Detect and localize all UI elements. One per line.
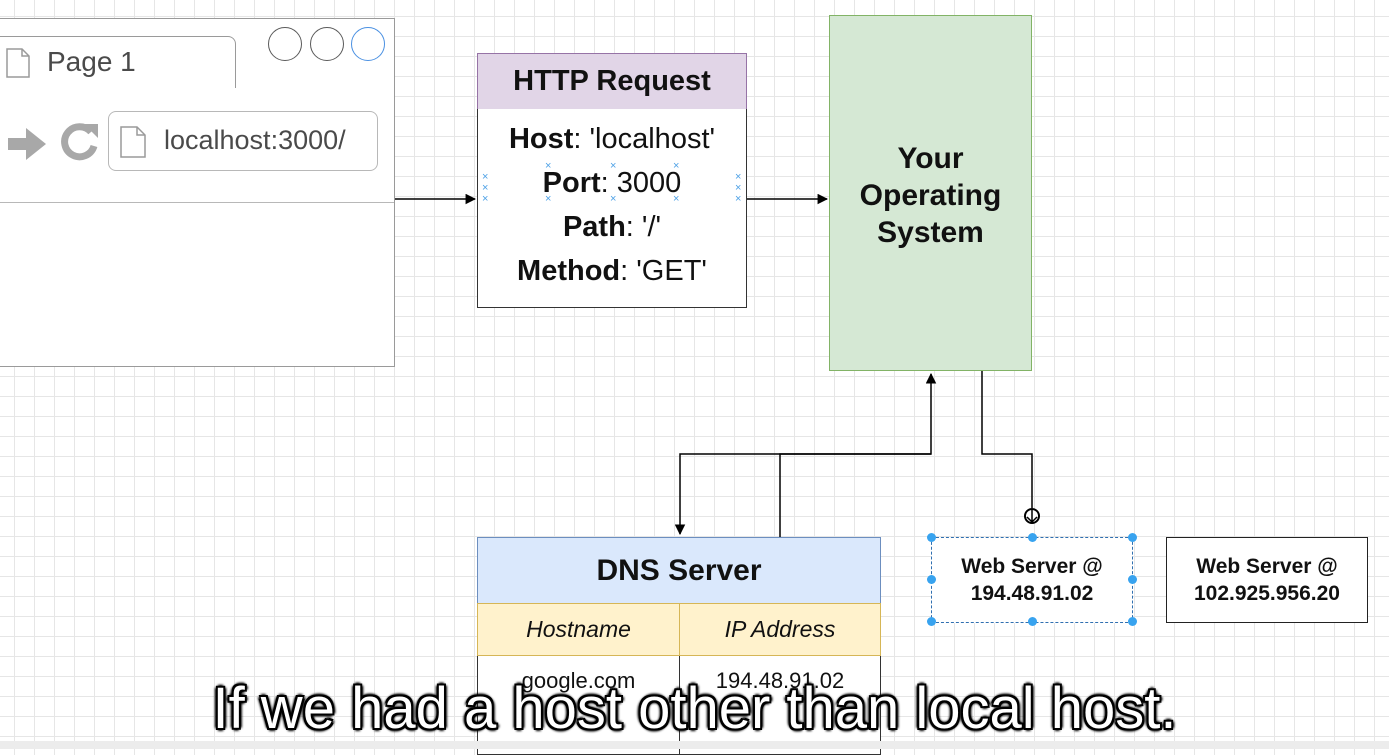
document-icon — [120, 126, 146, 158]
window-button-2[interactable] — [310, 27, 344, 61]
http-request-body[interactable] — [477, 109, 747, 308]
selection-marker: × — [610, 160, 617, 172]
selection-marker: ××× — [735, 171, 742, 205]
address-bar[interactable] — [108, 111, 378, 171]
web-server-1[interactable]: Web Server @ 194.48.91.02 — [931, 537, 1133, 623]
selection-marker: ××× — [482, 171, 489, 205]
resize-handle[interactable] — [1128, 575, 1137, 584]
bottom-strip — [0, 741, 1389, 749]
resize-handle[interactable] — [927, 617, 936, 626]
window-button-3[interactable] — [351, 27, 385, 61]
http-request-title: HTTP Request — [513, 65, 711, 97]
column-header-hostname: Hostname — [477, 603, 680, 656]
column-header-ip-address: IP Address — [679, 603, 881, 656]
selection-marker: × — [673, 160, 680, 172]
selection-marker: × — [545, 160, 552, 172]
reload-icon[interactable] — [58, 120, 100, 164]
selection-marker: × — [610, 193, 617, 205]
resize-handle[interactable] — [1028, 617, 1037, 626]
address-bar-url: localhost:3000/ — [164, 125, 346, 155]
operating-system-label: Your Operating System — [859, 142, 1002, 249]
forward-arrow-icon[interactable] — [6, 122, 48, 166]
http-field-host: Host: 'localhost' — [508, 123, 716, 155]
video-caption: If we had a host other than local host. — [212, 676, 1177, 741]
http-request-header — [477, 53, 747, 110]
dns-server-title: DNS Server — [596, 553, 762, 587]
tab-label: Page 1 — [47, 46, 136, 77]
resize-handle[interactable] — [1128, 617, 1137, 626]
selection-marker: × — [673, 193, 680, 205]
browser-tab[interactable] — [0, 36, 236, 88]
selection-marker: × — [545, 193, 552, 205]
window-button-1[interactable] — [268, 27, 302, 61]
web-server-2[interactable]: Web Server @ 102.925.956.20 — [1166, 537, 1368, 623]
http-field-method: Method: 'GET' — [517, 255, 707, 287]
toolbar-divider — [0, 202, 394, 203]
resize-handle[interactable] — [1028, 533, 1037, 542]
resize-handle[interactable] — [927, 575, 936, 584]
table-cell: google.com — [477, 656, 680, 706]
operating-system-box[interactable] — [829, 15, 1032, 371]
http-field-path: Path: '/' — [562, 211, 662, 243]
http-field-port: Port: 3000 — [542, 167, 682, 199]
resize-handle[interactable] — [927, 533, 936, 542]
table-cell: 194.48.91.02 — [679, 656, 881, 706]
resize-handle[interactable] — [1128, 533, 1137, 542]
document-icon — [6, 48, 30, 78]
